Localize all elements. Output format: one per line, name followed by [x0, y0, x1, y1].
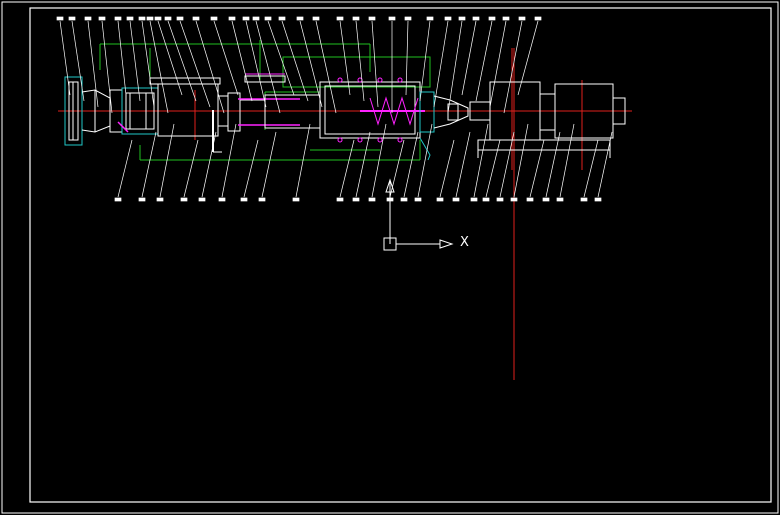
- axis-x-label: X: [460, 235, 469, 250]
- leader-top-14: [228, 16, 253, 102]
- leader-top-26: [419, 16, 434, 102]
- top-view: [58, 40, 632, 380]
- leader-top-4: [98, 16, 113, 114]
- leader-top-18: [278, 16, 309, 102]
- left-fan-housing: [64, 76, 83, 146]
- leader-top-11: [176, 16, 211, 108]
- leader-top-32: [503, 16, 526, 114]
- leader-lines-top: [56, 16, 613, 202]
- leader-top-lower-23: [542, 131, 561, 202]
- leader-top-33: [517, 16, 542, 96]
- leader-top-29: [461, 16, 480, 96]
- leader-top-22: [352, 16, 365, 102]
- leader-top-17: [264, 16, 295, 96]
- leader-top-lower-19: [482, 139, 501, 202]
- leader-top-25: [404, 16, 412, 96]
- leader-top-6: [126, 16, 141, 102]
- leader-top-21: [336, 16, 351, 96]
- leader-top-1: [56, 16, 71, 96]
- axis-symbol: [383, 178, 454, 251]
- leader-top-lower-15: [414, 123, 433, 202]
- leader-top-lower-9: [292, 123, 311, 202]
- leader-top-13: [210, 16, 239, 96]
- leader-top-lower-12: [368, 123, 387, 202]
- leader-top-lower-22: [526, 139, 545, 202]
- leader-top-lower-8: [258, 131, 277, 202]
- main-drum: [157, 83, 219, 137]
- leader-top-lower-14: [400, 131, 419, 202]
- leader-top-lower-7: [240, 139, 259, 202]
- leader-top-lower-11: [352, 131, 371, 202]
- leader-top-lower-24: [556, 123, 575, 202]
- leader-top-24: [388, 16, 396, 113]
- leader-top-lower-2: [138, 131, 157, 202]
- leader-top-lower-1: [114, 139, 133, 202]
- leader-top-31: [489, 16, 510, 108]
- leader-top-15: [242, 16, 267, 108]
- leader-top-lower-21: [510, 123, 529, 202]
- leader-top-30: [475, 16, 496, 102]
- leader-top-9: [154, 16, 183, 96]
- leader-top-lower-3: [156, 123, 175, 202]
- leader-top-lower-4: [180, 139, 199, 202]
- leader-top-lower-17: [452, 131, 471, 202]
- leader-top-lower-10: [336, 139, 355, 202]
- leader-top-8: [146, 16, 169, 114]
- leader-top-20: [312, 16, 337, 114]
- leader-top-7: [138, 16, 155, 108]
- leader-top-lower-26: [594, 131, 613, 202]
- leader-top-3: [84, 16, 99, 108]
- leader-top-12: [192, 16, 225, 114]
- leader-top-5: [114, 16, 127, 96]
- leader-top-19: [296, 16, 323, 108]
- leader-top-lower-16: [436, 139, 455, 202]
- leader-top-lower-20: [496, 131, 515, 202]
- leader-top-28: [447, 16, 466, 114]
- leader-top-lower-25: [580, 139, 599, 202]
- leader-top-10: [164, 16, 197, 102]
- leader-top-23: [368, 16, 379, 108]
- leader-top-2: [68, 16, 85, 102]
- leader-top-lower-18: [470, 123, 489, 202]
- leader-top-27: [433, 16, 452, 108]
- leader-top-lower-5: [198, 131, 217, 202]
- leader-top-lower-6: [218, 123, 237, 202]
- leader-top-16: [252, 16, 281, 114]
